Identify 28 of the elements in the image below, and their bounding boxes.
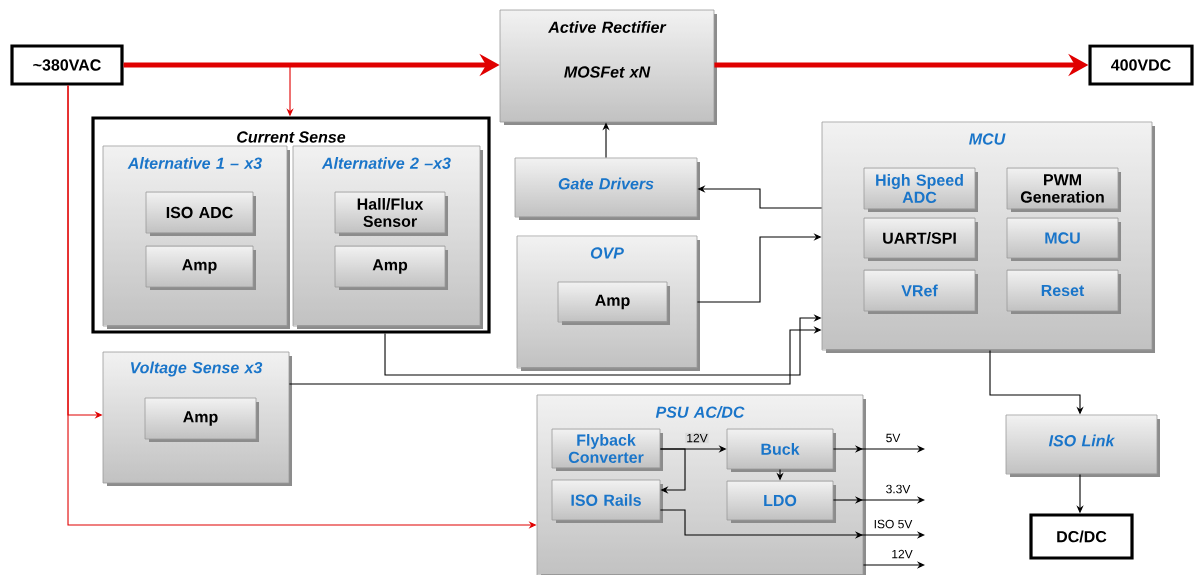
terminal-box: ~380VAC — [10, 44, 124, 86]
terminal-box: 400VDC — [1088, 44, 1194, 86]
function-block: ISO Rails — [551, 479, 663, 523]
block-panel: Active Rectifier MOSFet xN — [499, 9, 717, 125]
edge-label: 12V — [685, 432, 709, 444]
function-block: Buck — [726, 428, 836, 472]
edge-label: 12V — [890, 548, 914, 560]
terminal-box: DC/DC — [1029, 513, 1134, 560]
function-block: ISO ADC — [145, 191, 256, 236]
function-block: High Speed ADC — [863, 167, 978, 212]
function-block: Reset — [1006, 269, 1121, 314]
arrow — [659, 448, 686, 494]
function-block: Amp — [144, 397, 259, 442]
function-block: Amp — [145, 245, 256, 290]
block-panel: ISO Link — [1005, 414, 1160, 477]
function-block: UART/SPI — [863, 217, 978, 261]
function-block: LDO — [726, 480, 836, 523]
edge-label: ISO 5V — [872, 518, 914, 530]
block-panel: Gate Drivers — [514, 157, 700, 220]
function-block: MCU — [1006, 217, 1121, 261]
function-block: VRef — [863, 269, 978, 314]
function-block: Hall/Flux Sensor — [334, 191, 448, 236]
edge-label: 5V — [884, 432, 902, 444]
function-block: PWM Generation — [1006, 167, 1121, 212]
function-block: Flyback Converter — [551, 428, 663, 471]
function-block: Amp — [334, 245, 448, 290]
function-block: Amp — [557, 281, 670, 325]
edge-label: 3.3V — [884, 483, 912, 495]
